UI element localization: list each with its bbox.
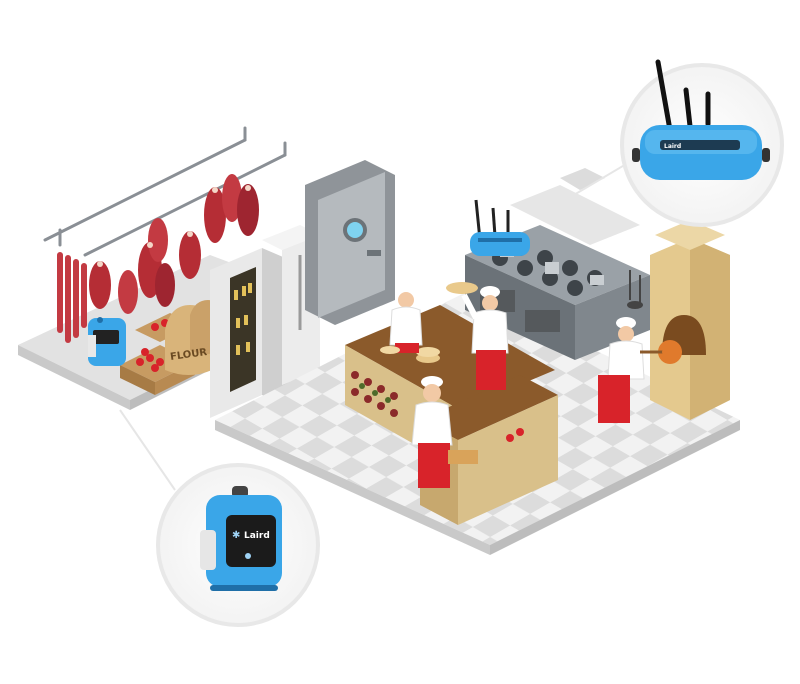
- sensor-brand-label: Laird: [244, 531, 270, 541]
- flour-label: FLOUR: [169, 347, 208, 363]
- sensor-zoom: ✱ Laird: [119, 409, 320, 627]
- chef-cutting: [411, 376, 478, 488]
- stove-area: [465, 168, 650, 360]
- chefs: [380, 282, 682, 488]
- meat-rail: [43, 126, 287, 257]
- stove-gateway: [470, 199, 530, 256]
- gateway-brand-label: Laird: [664, 143, 681, 150]
- wall-sensor: [88, 317, 126, 366]
- gateway-zoom: Laird: [539, 59, 784, 227]
- bluetooth-icon: ✱: [232, 530, 240, 541]
- pizza-oven: [650, 220, 730, 420]
- chef-tossing: [446, 282, 509, 390]
- refrigeration: [210, 160, 395, 418]
- chef-oven: [598, 317, 682, 423]
- hanging-meats: [57, 174, 259, 343]
- chef-dough: [380, 284, 423, 354]
